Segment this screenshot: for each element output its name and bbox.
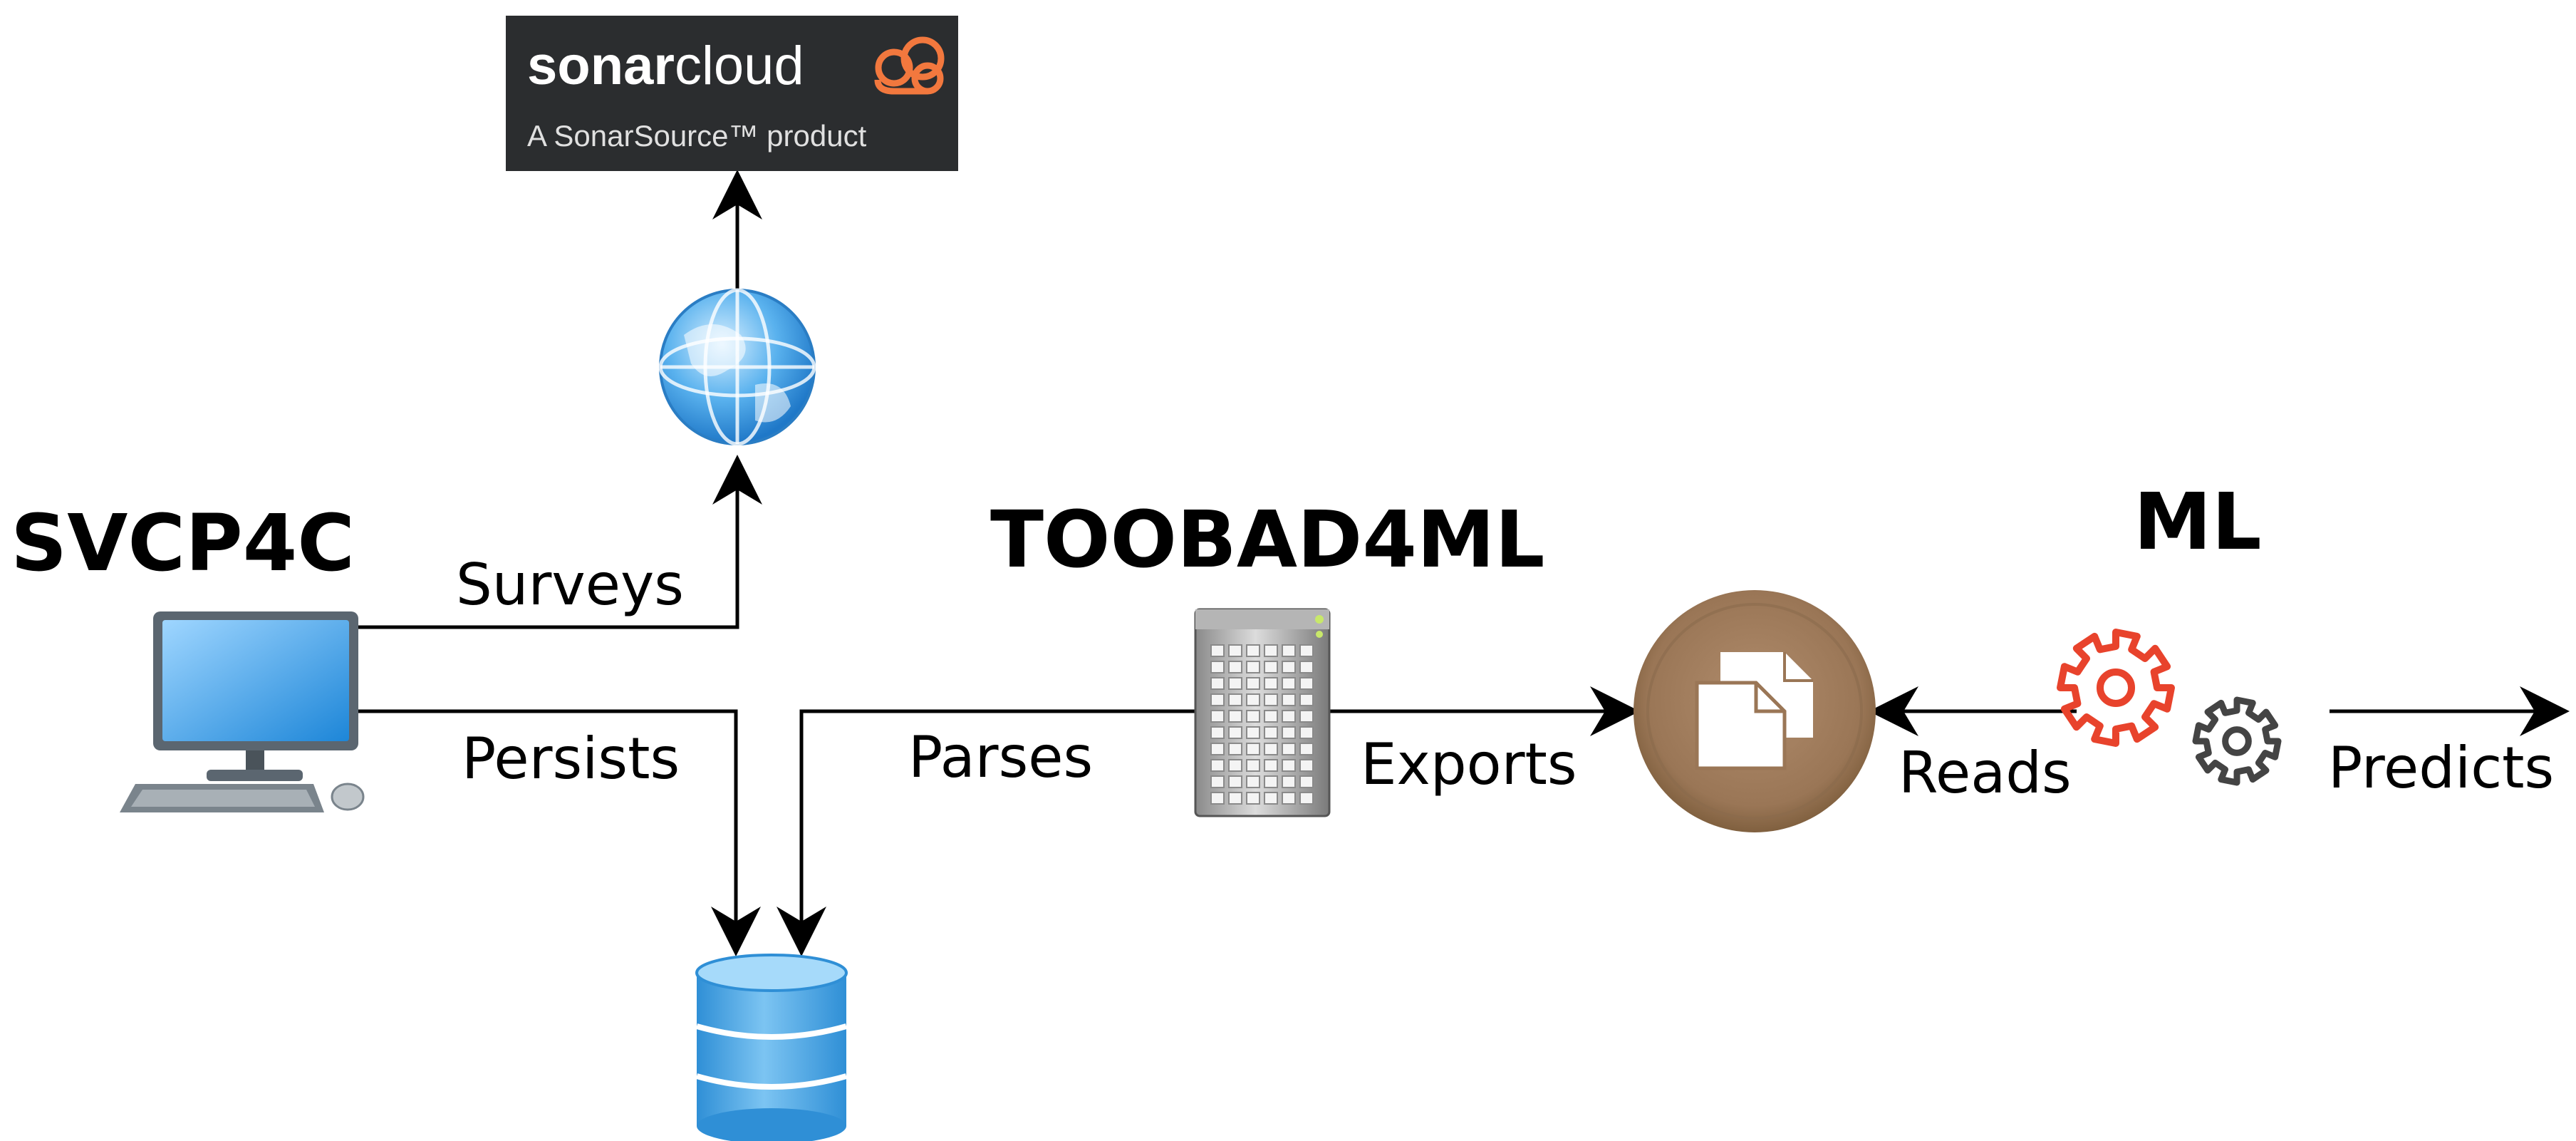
red-gear-icon (2057, 629, 2175, 747)
dark-gear-icon (2192, 696, 2282, 786)
toobad4ml-title: TOOBAD4ML (990, 494, 1544, 585)
sonarcloud-tagline: A SonarSource™ product (527, 119, 867, 153)
database-icon (695, 954, 848, 1141)
copy-documents-icon (1634, 590, 1876, 832)
sonarcloud-badge-background (506, 16, 958, 171)
sonarcloud-cloud-icon (874, 36, 945, 95)
persists-label: Persists (462, 726, 680, 792)
server-vent-grid (1210, 644, 1314, 805)
reads-label: Reads (1899, 740, 2072, 806)
server-tower-icon (1194, 608, 1331, 817)
parses-label: Parses (908, 724, 1093, 790)
surveys-label: Surveys (456, 552, 684, 618)
persists-edge (356, 709, 761, 956)
sonarcloud-badge: sonarcloud A SonarSource™ product (506, 16, 958, 171)
predicts-label: Predicts (2328, 735, 2554, 801)
svcp4c-title: SVCP4C (11, 497, 355, 589)
globe-icon (658, 288, 816, 446)
exports-label: Exports (1361, 731, 1577, 797)
desktop-computer-icon (120, 611, 365, 812)
sonarcloud-wordmark: sonarcloud (527, 36, 804, 96)
gears-icon (2057, 629, 2282, 786)
ml-title: ML (2134, 476, 2262, 567)
surveys-edge (356, 455, 762, 629)
parses-edge (777, 709, 1197, 956)
